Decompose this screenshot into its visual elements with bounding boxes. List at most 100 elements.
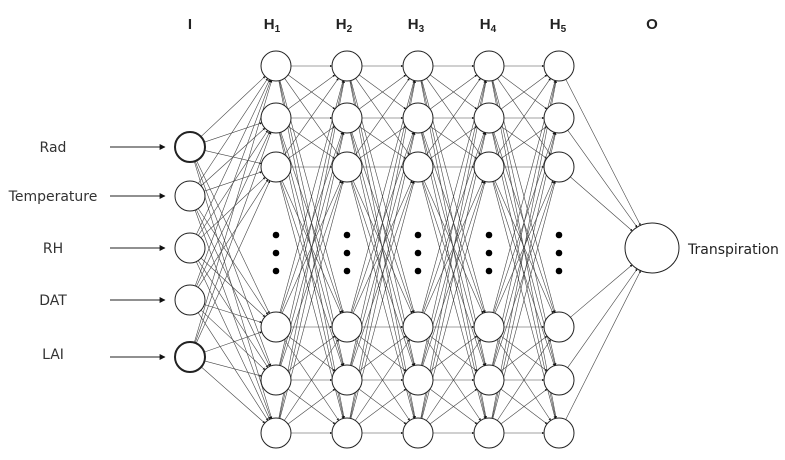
layer-header-h4: H4 <box>480 16 497 35</box>
connection-h4-2-h5-1 <box>501 126 547 159</box>
connection-input-4-h1-3 <box>204 331 263 353</box>
connection-h1-1-h2-0 <box>287 74 336 110</box>
connection-input-3-h1-1 <box>196 131 270 287</box>
layer-header-h3: H3 <box>408 16 425 35</box>
connection-h3-3-h4-2 <box>423 180 484 314</box>
hidden-node-h2-1 <box>331 102 363 134</box>
layer-headers: I H1 H2 H3 H4 H5 O <box>188 16 658 35</box>
input-node-temperature <box>174 180 206 212</box>
connection-h1-5-h2-4 <box>287 388 336 425</box>
connection-h1-3-h2-2 <box>281 180 342 314</box>
ellipsis-dot-h5-0 <box>555 231 563 239</box>
connection-h4-1-h5-0 <box>500 74 548 110</box>
connection-h3-4-h4-0 <box>421 80 487 366</box>
ellipsis-dots <box>272 231 563 275</box>
layer-header-output: O <box>646 16 658 33</box>
hidden-node-h1-0 <box>260 50 292 82</box>
ellipsis-dot-h3-1 <box>414 249 422 257</box>
connection-input-4-h1-2 <box>195 180 271 344</box>
nodes <box>174 50 680 449</box>
connection-h5-0-output <box>565 79 641 226</box>
hidden-node-h1-3 <box>260 311 292 343</box>
layer-header-h2: H2 <box>336 16 353 35</box>
connection-h2-5-h3-3 <box>355 339 410 421</box>
hidden-node-h4-4 <box>473 364 505 396</box>
connection-h4-4-h5-3 <box>500 335 548 372</box>
connection-h1-5-h2-1 <box>279 132 345 419</box>
hidden-node-h3-0 <box>402 50 434 82</box>
connection-h4-2-h5-0 <box>497 78 551 155</box>
hidden-node-h1-4 <box>260 364 292 396</box>
connection-h3-2-h4-0 <box>426 78 481 155</box>
hidden-node-h1-2 <box>260 151 292 183</box>
connection-h2-1-h3-0 <box>358 74 407 110</box>
connection-input-2-h1-5 <box>196 261 270 420</box>
hidden-node-h3-1 <box>402 102 434 134</box>
hidden-node-h3-4 <box>402 364 434 396</box>
connection-h2-4-h3-2 <box>351 180 414 366</box>
input-label-dat: DAT <box>39 293 67 309</box>
connection-input-1-h1-0 <box>198 78 268 184</box>
hidden-node-h5-4 <box>543 364 575 396</box>
connection-input-1-h1-2 <box>204 171 263 192</box>
connection-h2-3-h3-2 <box>352 180 413 314</box>
connection-h3-5-h4-1 <box>421 132 487 419</box>
input-node-rad <box>174 131 206 163</box>
connection-h2-4-h3-3 <box>358 335 407 372</box>
connection-h1-2-h2-1 <box>288 126 335 159</box>
hidden-node-h3-3 <box>402 311 434 343</box>
hidden-node-h2-3 <box>331 311 363 343</box>
connection-h4-4-h5-2 <box>493 181 555 366</box>
hidden-node-h4-5 <box>473 417 505 449</box>
connection-input-3-h1-3 <box>204 304 262 323</box>
connection-h4-5-h5-0 <box>491 80 557 419</box>
input-node-lai <box>174 341 206 373</box>
connection-input-2-h1-4 <box>197 260 269 368</box>
connection-h5-2-output <box>570 176 633 232</box>
connection-input-4-h1-0 <box>194 80 273 343</box>
input-label-lai: LAI <box>42 347 64 363</box>
connection-h2-5-h3-1 <box>350 132 416 419</box>
connection-h3-4-h4-3 <box>429 335 478 372</box>
connection-h4-5-h5-4 <box>500 388 548 425</box>
connection-input-2-h1-2 <box>200 177 266 238</box>
connection-h1-5-h2-3 <box>284 339 339 421</box>
ellipsis-dot-h4-0 <box>485 231 493 239</box>
hidden-node-h1-5 <box>260 417 292 449</box>
connection-h1-4-h2-3 <box>287 335 336 372</box>
input-label-rad: Rad <box>40 140 67 156</box>
hidden-node-h3-2 <box>402 151 434 183</box>
connection-input-1-h1-4 <box>196 209 270 367</box>
connection-input-0-h1-4 <box>194 160 272 367</box>
connections <box>194 64 641 435</box>
connection-h5-5-output <box>565 270 641 420</box>
ellipsis-dot-h3-2 <box>414 267 422 275</box>
input-labels: Rad Temperature RH DAT LAI <box>8 140 98 363</box>
hidden-node-h2-2 <box>331 151 363 183</box>
ellipsis-dot-h5-2 <box>555 267 563 275</box>
input-node-rh <box>174 232 206 264</box>
ellipsis-dot-h1-2 <box>272 267 280 275</box>
connection-h2-5-h3-0 <box>349 80 416 419</box>
ellipsis-dot-h2-2 <box>343 267 351 275</box>
connection-input-0-h1-5 <box>194 161 273 419</box>
connection-h2-5-h3-4 <box>358 388 407 425</box>
connection-h5-3-output <box>570 264 633 318</box>
connection-h2-2-h3-0 <box>355 78 410 155</box>
connection-h4-4-h5-0 <box>492 80 557 366</box>
output-node <box>624 222 680 274</box>
ellipsis-dot-h1-1 <box>272 249 280 257</box>
input-node-dat <box>174 284 206 316</box>
connection-h1-4-h2-2 <box>280 180 343 366</box>
hidden-node-h4-2 <box>473 151 505 183</box>
connection-h5-1-output <box>567 130 638 228</box>
connection-input-0-h1-1 <box>204 122 263 143</box>
hidden-node-h3-5 <box>402 417 434 449</box>
hidden-node-h4-0 <box>473 50 505 82</box>
connection-h1-2-h2-0 <box>284 78 339 155</box>
connection-h2-4-h3-0 <box>350 80 416 366</box>
ellipsis-dot-h3-0 <box>414 231 422 239</box>
layer-header-h1: H1 <box>264 16 281 35</box>
connection-input-3-h1-5 <box>197 312 269 421</box>
